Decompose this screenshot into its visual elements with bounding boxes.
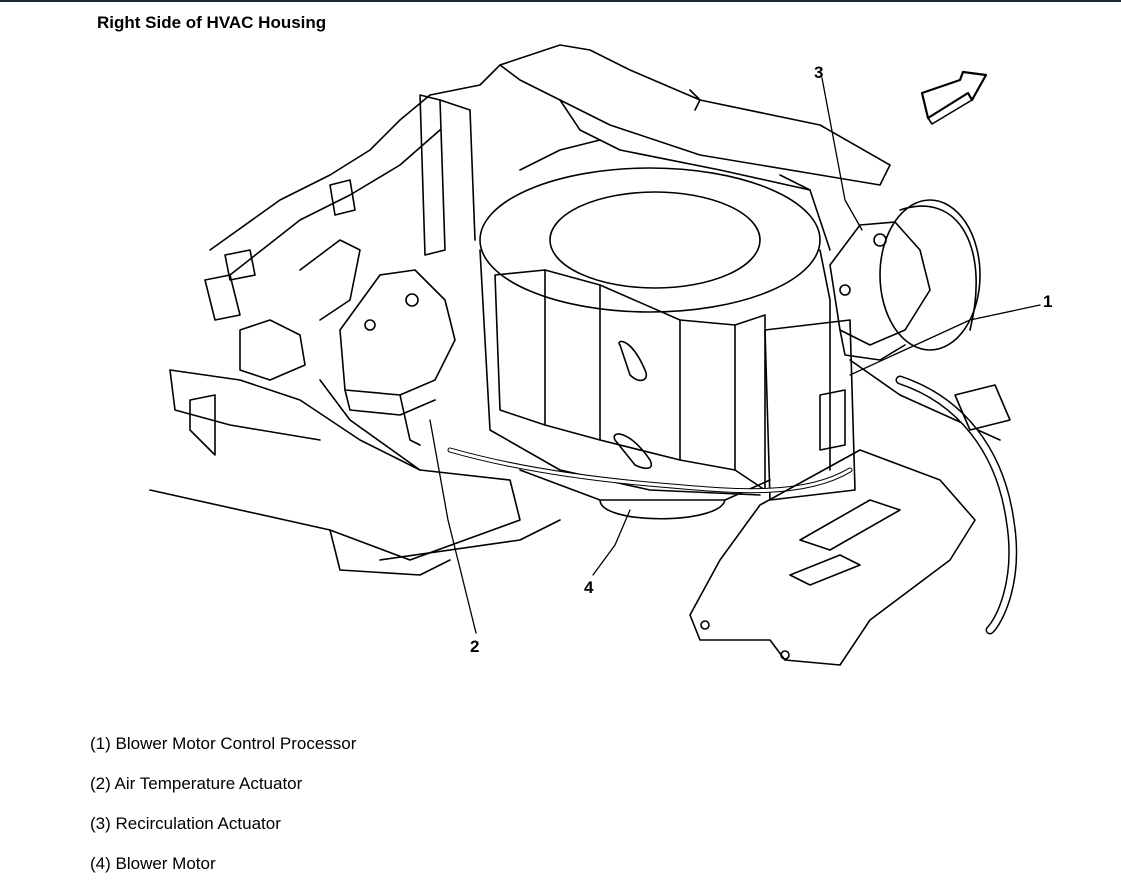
leader-line-1 bbox=[849, 304, 1041, 376]
callout-1: 1 bbox=[1043, 292, 1052, 311]
control-processor-module bbox=[764, 319, 1001, 501]
callout-2: 2 bbox=[470, 637, 479, 656]
header-rule bbox=[0, 0, 1121, 2]
leader-line-4 bbox=[592, 509, 631, 576]
top-plenum bbox=[499, 44, 891, 191]
air-temperature-actuator bbox=[339, 269, 456, 446]
recirculation-actuator bbox=[829, 199, 981, 361]
callout-3: 3 bbox=[814, 63, 823, 82]
blower-housing bbox=[479, 139, 831, 496]
legend-item: (2) Air Temperature Actuator bbox=[90, 774, 303, 793]
wiring-harness bbox=[447, 375, 1018, 635]
leader-line-3 bbox=[821, 77, 863, 231]
legend-item: (3) Recirculation Actuator bbox=[90, 814, 281, 833]
left-housing-frame bbox=[149, 64, 561, 576]
support-bracket bbox=[689, 449, 976, 666]
leader-line-2 bbox=[429, 419, 477, 634]
legend-list: (1) Blower Motor Control Processor (2) A… bbox=[90, 734, 356, 894]
hvac-housing-illustration: 1 2 3 4 bbox=[149, 44, 1052, 666]
callout-4: 4 bbox=[584, 578, 594, 597]
front-direction-arrow bbox=[920, 70, 988, 125]
legend-item: (1) Blower Motor Control Processor bbox=[90, 734, 357, 753]
diagram-title: Right Side of HVAC Housing bbox=[97, 13, 327, 32]
legend-item: (4) Blower Motor bbox=[90, 854, 216, 873]
